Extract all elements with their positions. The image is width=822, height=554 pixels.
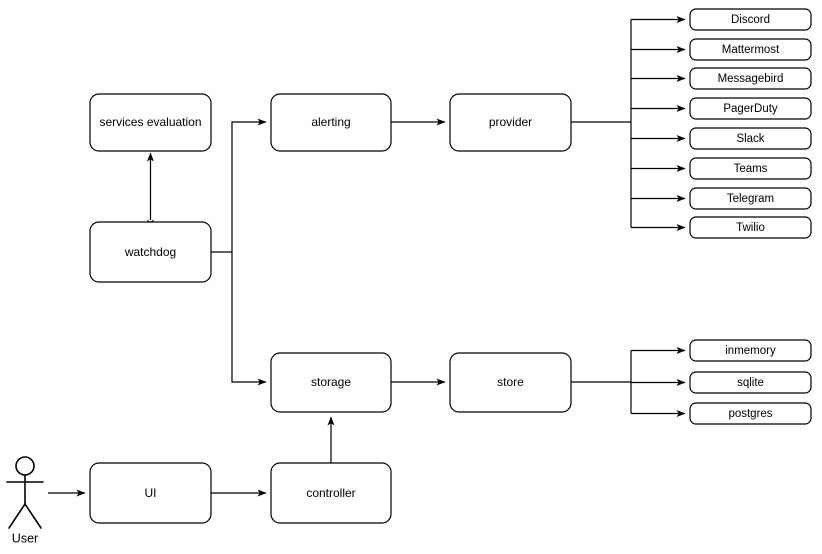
node-provider-target-telegram[interactable]: Telegram xyxy=(689,187,812,210)
edge-watchdog-to-storage xyxy=(231,252,267,386)
node-provider-target-messagebird[interactable]: Messagebird xyxy=(689,67,812,90)
node-slack-box[interactable] xyxy=(689,127,812,150)
node-ui-label: UI xyxy=(145,486,157,500)
node-mattermost-label: Mattermost xyxy=(722,44,780,56)
node-store-box[interactable] xyxy=(449,352,572,413)
node-store-target-sqlite[interactable]: sqlite xyxy=(689,371,812,394)
node-watchdog-label: watchdog xyxy=(124,245,176,259)
node-store-label: store xyxy=(497,375,524,389)
node-services-evaluation-label: services evaluation xyxy=(99,115,201,129)
node-storage-box[interactable] xyxy=(270,352,392,413)
user-actor-label: User xyxy=(12,531,38,545)
stick-figure-leg-left-icon xyxy=(8,503,26,529)
node-messagebird-label: Messagebird xyxy=(718,73,784,85)
node-ui-box[interactable] xyxy=(89,462,212,524)
node-discord-box[interactable] xyxy=(689,8,812,31)
node-provider[interactable]: provider xyxy=(449,93,572,152)
node-services-evaluation[interactable]: services evaluation xyxy=(89,93,212,152)
node-twilio-label: Twilio xyxy=(736,222,765,234)
node-controller-box[interactable] xyxy=(270,462,392,524)
node-ui[interactable]: UI xyxy=(89,462,212,524)
node-slack-label: Slack xyxy=(736,133,764,145)
node-storage[interactable]: storage xyxy=(270,352,392,413)
node-provider-label: provider xyxy=(489,115,532,129)
node-store-target-postgres[interactable]: postgres xyxy=(689,402,812,425)
node-provider-target-discord[interactable]: Discord xyxy=(689,8,812,31)
node-alerting[interactable]: alerting xyxy=(270,93,392,152)
node-telegram-box[interactable] xyxy=(689,187,812,210)
node-provider-target-teams[interactable]: Teams xyxy=(689,157,812,180)
node-provider-target-slack[interactable]: Slack xyxy=(689,127,812,150)
stick-figure-leg-right-icon xyxy=(24,503,42,529)
node-mattermost-box[interactable] xyxy=(689,38,812,61)
node-provider-target-mattermost[interactable]: Mattermost xyxy=(689,38,812,61)
user-actor[interactable]: User xyxy=(6,456,44,545)
node-telegram-label: Telegram xyxy=(727,193,774,205)
node-sqlite-label: sqlite xyxy=(737,377,764,389)
node-controller[interactable]: controller xyxy=(270,462,392,524)
edge-watchdog-to-alerting xyxy=(231,118,267,252)
node-teams-box[interactable] xyxy=(689,157,812,180)
node-messagebird-box[interactable] xyxy=(689,67,812,90)
node-storage-label: storage xyxy=(311,375,351,389)
node-pagerduty-box[interactable] xyxy=(689,97,812,120)
stick-figure-head-icon xyxy=(15,456,35,476)
node-provider-target-twilio[interactable]: Twilio xyxy=(689,216,812,239)
node-teams-label: Teams xyxy=(734,163,768,175)
node-watchdog-box[interactable] xyxy=(89,221,212,283)
node-store-target-inmemory[interactable]: inmemory xyxy=(689,339,812,362)
node-alerting-label: alerting xyxy=(311,115,350,129)
node-watchdog[interactable]: watchdog xyxy=(89,221,212,283)
node-sqlite-box[interactable] xyxy=(689,371,812,394)
node-alerting-box[interactable] xyxy=(270,93,392,152)
edge-layer xyxy=(48,16,686,497)
node-inmemory-label: inmemory xyxy=(725,345,776,357)
node-inmemory-box[interactable] xyxy=(689,339,812,362)
node-services-evaluation-box[interactable] xyxy=(89,93,212,152)
node-controller-label: controller xyxy=(306,486,355,500)
node-postgres-box[interactable] xyxy=(689,402,812,425)
node-provider-target-pagerduty[interactable]: PagerDuty xyxy=(689,97,812,120)
node-store[interactable]: store xyxy=(449,352,572,413)
node-postgres-label: postgres xyxy=(728,408,772,420)
node-provider-box[interactable] xyxy=(449,93,572,152)
node-discord-label: Discord xyxy=(731,14,770,26)
node-pagerduty-label: PagerDuty xyxy=(723,103,778,115)
node-twilio-box[interactable] xyxy=(689,216,812,239)
